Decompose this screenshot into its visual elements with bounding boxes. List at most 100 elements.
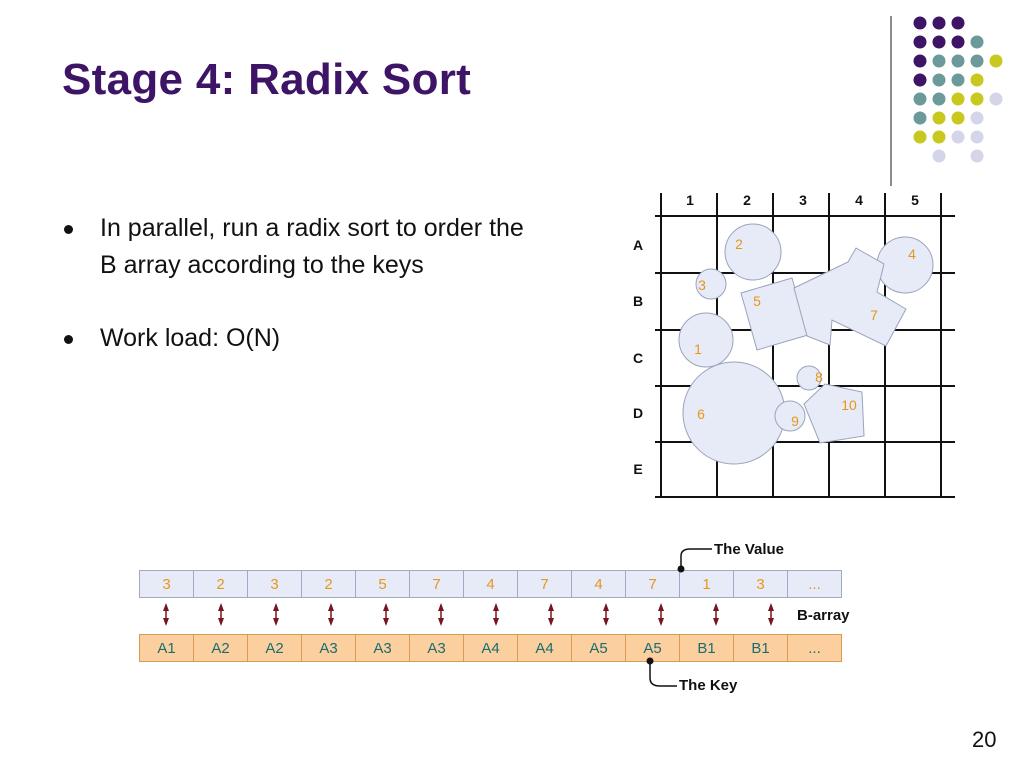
shape-labels: 2 4 3 5 7 1 8 10 6 9 <box>694 236 916 429</box>
key-cell: A3 <box>301 634 356 662</box>
bullet-icon <box>64 335 73 344</box>
decorative-dot <box>932 92 946 106</box>
decorative-dot <box>989 92 1003 106</box>
key-cell: B1 <box>679 634 734 662</box>
circle-shape <box>724 223 782 281</box>
value-cell: 4 <box>571 570 626 598</box>
bullet-icon <box>64 225 73 234</box>
decorative-dot <box>932 111 946 125</box>
key-cell: A2 <box>247 634 302 662</box>
decorative-dot <box>913 54 927 68</box>
decorative-dot <box>970 54 984 68</box>
decorative-dot <box>913 111 927 125</box>
shape-label: 9 <box>791 413 799 429</box>
key-callout-line <box>649 661 677 687</box>
decorative-dot <box>913 130 927 144</box>
decorative-dot <box>913 92 927 106</box>
bullet-list: In parallel, run a radix sort to order t… <box>62 210 532 393</box>
value-cell: 7 <box>625 570 680 598</box>
double-arrow-icon <box>163 603 169 626</box>
decorative-dot <box>932 130 946 144</box>
key-cell: A2 <box>193 634 248 662</box>
shape-label: 3 <box>698 277 706 293</box>
shape-label: 4 <box>908 246 916 262</box>
shape-label: 7 <box>870 307 878 323</box>
double-arrow-icon <box>603 603 609 626</box>
decorative-dot <box>970 149 984 163</box>
key-cell: A5 <box>571 634 626 662</box>
decorative-divider <box>890 16 892 186</box>
decorative-dot <box>970 111 984 125</box>
double-arrow-icon <box>328 603 334 626</box>
value-cell: ... <box>787 570 842 598</box>
grid-labels: 1 2 3 4 5 A B C D E <box>633 192 919 477</box>
decorative-dot <box>970 35 984 49</box>
shape-label: 6 <box>697 406 705 422</box>
decorative-dot <box>970 92 984 106</box>
circle-shape <box>678 312 734 368</box>
value-cell: 2 <box>301 570 356 598</box>
shape-label: 2 <box>735 236 743 252</box>
row-label: C <box>633 350 643 366</box>
row-label: D <box>633 405 643 421</box>
shape-label: 10 <box>841 397 857 413</box>
shape-label: 1 <box>694 341 702 357</box>
double-arrow-icon <box>438 603 444 626</box>
bullet-text: In parallel, run a radix sort to order t… <box>100 214 524 279</box>
circle-shape <box>774 400 806 432</box>
decorative-dot-cluster <box>913 16 1003 163</box>
decorative-dot <box>951 111 965 125</box>
key-cell: A1 <box>139 634 194 662</box>
row-label: A <box>633 237 643 253</box>
decorative-dot <box>951 92 965 106</box>
column-label: 3 <box>799 192 807 208</box>
double-arrow-icon <box>713 603 719 626</box>
value-cell: 7 <box>409 570 464 598</box>
decorative-dot <box>989 54 1003 68</box>
decorative-dot <box>951 73 965 87</box>
double-arrow-icon <box>658 603 664 626</box>
circle-shape <box>695 268 727 300</box>
circle-shape <box>796 365 822 391</box>
bullet-item: In parallel, run a radix sort to order t… <box>62 210 532 284</box>
value-cell: 3 <box>247 570 302 598</box>
shape-label: 5 <box>753 293 761 309</box>
key-cell: A5 <box>625 634 680 662</box>
double-arrow-icon <box>768 603 774 626</box>
decorative-dot <box>932 54 946 68</box>
key-label: The Key <box>679 677 738 694</box>
key-callout-dot <box>646 657 654 665</box>
decorative-dot <box>970 73 984 87</box>
row-label: B <box>633 293 643 309</box>
page-number: 20 <box>972 727 997 752</box>
decorative-dot <box>932 35 946 49</box>
key-cell: A4 <box>463 634 518 662</box>
row-label: E <box>633 461 642 477</box>
key-cell: B1 <box>733 634 788 662</box>
value-callout-line <box>680 548 712 569</box>
value-cell: 5 <box>355 570 410 598</box>
decorative-dot <box>913 16 927 30</box>
column-label: 4 <box>855 192 863 208</box>
decorative-dot <box>970 130 984 144</box>
column-label: 5 <box>911 192 919 208</box>
value-label: The Value <box>714 541 785 558</box>
b-array-label: B-array <box>797 607 850 624</box>
slide-title: Stage 4: Radix Sort <box>62 55 472 104</box>
value-cell: 4 <box>463 570 518 598</box>
value-callout-dot <box>677 565 685 573</box>
value-cell: 3 <box>139 570 194 598</box>
value-cell: 1 <box>679 570 734 598</box>
double-arrow-icon <box>493 603 499 626</box>
double-arrow-icon <box>218 603 224 626</box>
decorative-dot <box>932 73 946 87</box>
double-arrow-icon <box>273 603 279 626</box>
double-arrow-icon <box>383 603 389 626</box>
decorative-dot <box>932 16 946 30</box>
decorative-dot <box>951 35 965 49</box>
